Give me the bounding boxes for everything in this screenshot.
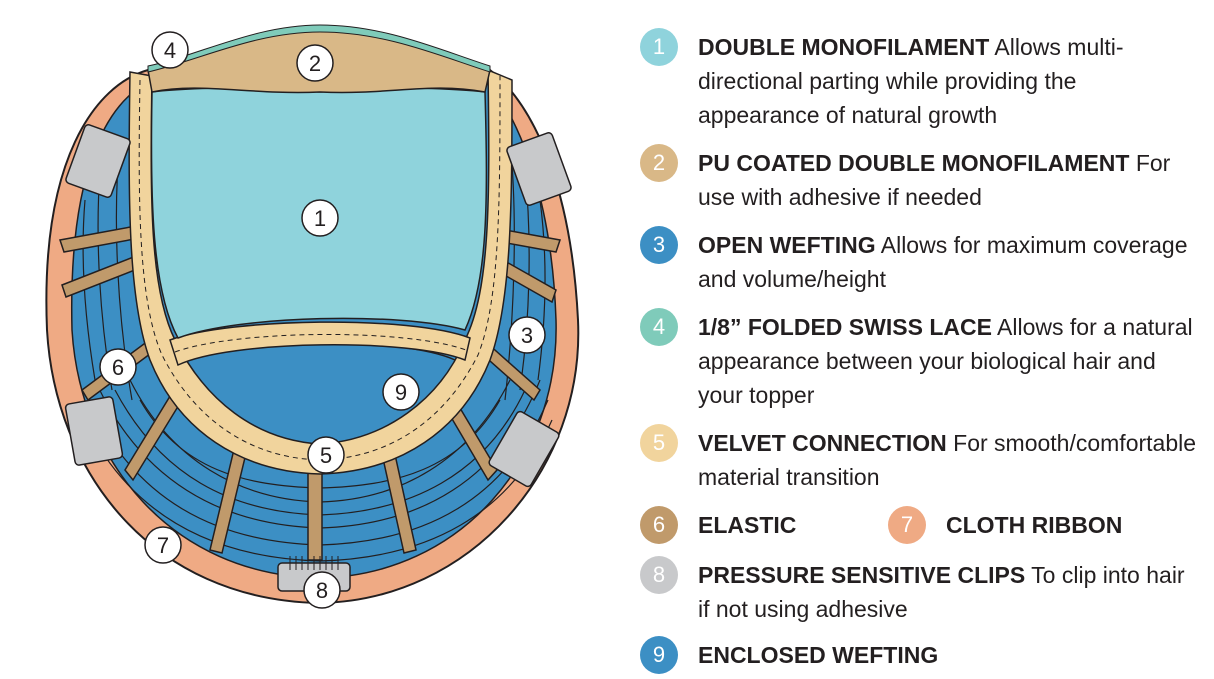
legend-badge: 1 — [640, 28, 678, 66]
svg-text:3: 3 — [521, 323, 533, 348]
legend-item-double-monofilament: 1 DOUBLE MONOFILAMENT Allows multi-direc… — [640, 28, 1198, 132]
svg-text:2: 2 — [309, 51, 321, 76]
legend-desc: Allows multi-directional parting while p… — [698, 34, 1124, 128]
callout-5: 5 — [307, 436, 345, 474]
callout-6: 6 — [99, 348, 137, 386]
legend-title: PRESSURE SENSITIVE CLIPS — [698, 562, 1026, 588]
svg-text:7: 7 — [157, 533, 169, 558]
callout-7: 7 — [144, 526, 182, 564]
legend-text: VELVET CONNECTION For smooth/comfortable… — [698, 426, 1198, 494]
legend-badge: 9 — [640, 636, 678, 674]
legend-title: ELASTIC — [698, 512, 797, 538]
legend-item-cloth-ribbon: 7 CLOTH RIBBON — [888, 506, 1196, 544]
svg-text:1: 1 — [314, 206, 326, 231]
legend-desc: To clip into hair if not using adhesive — [698, 562, 1185, 622]
legend-item-pu-coated: 2 PU COATED DOUBLE MONOFILAMENT For use … — [640, 144, 1198, 214]
legend-text: PRESSURE SENSITIVE CLIPS To clip into ha… — [698, 558, 1198, 626]
velvet-cross-band — [169, 321, 471, 367]
legend-title: 1/8” FOLDED SWISS LACE — [698, 314, 992, 340]
callout-8: 8 — [303, 571, 341, 609]
callout-9: 9 — [382, 373, 420, 411]
legend-text: ENCLOSED WEFTING — [698, 638, 1198, 672]
svg-text:9: 9 — [395, 380, 407, 405]
legend-title: PU COATED DOUBLE MONOFILAMENT — [698, 150, 1130, 176]
legend-badge: 8 — [640, 556, 678, 594]
pressure-sensitive-clips — [64, 124, 572, 592]
legend-badge: 6 — [640, 506, 678, 544]
legend-text: ELASTIC — [698, 508, 878, 542]
legend-text: DOUBLE MONOFILAMENT Allows multi-directi… — [698, 30, 1198, 132]
legend-item-elastic: 6 ELASTIC — [640, 506, 878, 544]
legend-item-velvet: 5 VELVET CONNECTION For smooth/comfortab… — [640, 424, 1198, 494]
legend-text: PU COATED DOUBLE MONOFILAMENT For use wi… — [698, 146, 1198, 214]
svg-text:5: 5 — [320, 443, 332, 468]
legend-item-clips: 8 PRESSURE SENSITIVE CLIPS To clip into … — [640, 556, 1198, 626]
callout-1: 1 — [301, 199, 339, 237]
legend-badge: 4 — [640, 308, 678, 346]
legend-text: CLOTH RIBBON — [946, 508, 1196, 542]
legend-item-open-wefting: 3 OPEN WEFTING Allows for maximum covera… — [640, 226, 1198, 296]
legend-badge: 5 — [640, 424, 678, 462]
legend-text: OPEN WEFTING Allows for maximum coverage… — [698, 228, 1198, 296]
legend-title: OPEN WEFTING — [698, 232, 876, 258]
legend-text: 1/8” FOLDED SWISS LACE Allows for a natu… — [698, 310, 1198, 412]
legend-title: ENCLOSED WEFTING — [698, 642, 939, 668]
legend-title: CLOTH RIBBON — [946, 512, 1123, 538]
legend-title: VELVET CONNECTION — [698, 430, 947, 456]
legend-badge: 2 — [640, 144, 678, 182]
clip-teeth — [289, 556, 339, 570]
callout-3: 3 — [508, 316, 546, 354]
svg-text:6: 6 — [112, 355, 124, 380]
legend-badge: 3 — [640, 226, 678, 264]
legend-title: DOUBLE MONOFILAMENT — [698, 34, 990, 60]
swiss-lace-edge — [147, 24, 491, 73]
svg-text:4: 4 — [164, 38, 176, 63]
legend-item-enclosed-wefting: 9 ENCLOSED WEFTING — [640, 636, 1198, 674]
hair-topper-diagram: 1 2 3 4 5 6 7 8 9 — [45, 24, 580, 609]
velvet-connection-band — [128, 68, 513, 475]
legend-desc: For smooth/comfortable material transiti… — [698, 430, 1197, 490]
legend-desc: Allows for a natural appearance between … — [698, 314, 1193, 408]
svg-text:8: 8 — [316, 578, 328, 603]
callout-2: 2 — [296, 44, 334, 82]
legend: 1 DOUBLE MONOFILAMENT Allows multi-direc… — [640, 0, 1210, 679]
legend-badge: 7 — [888, 506, 926, 544]
elastic-bands — [59, 225, 561, 561]
legend-desc: Allows for maximum coverage and volume/h… — [698, 232, 1188, 292]
callout-4: 4 — [151, 31, 189, 69]
legend-item-swiss-lace: 4 1/8” FOLDED SWISS LACE Allows for a na… — [640, 308, 1198, 412]
legend-desc: For use with adhesive if needed — [698, 150, 1171, 210]
